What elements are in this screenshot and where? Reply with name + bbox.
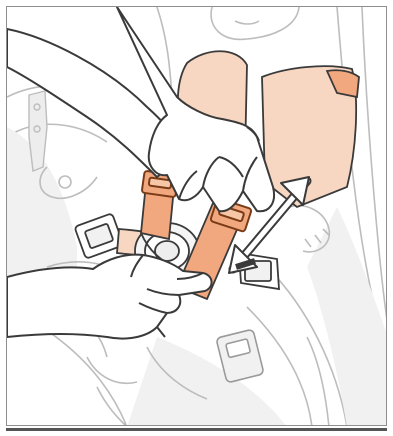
illustration-frame xyxy=(6,6,387,426)
bottom-rule xyxy=(6,428,387,431)
seat-side-clip xyxy=(29,91,47,171)
harness-adjustment-illustration xyxy=(7,7,387,426)
